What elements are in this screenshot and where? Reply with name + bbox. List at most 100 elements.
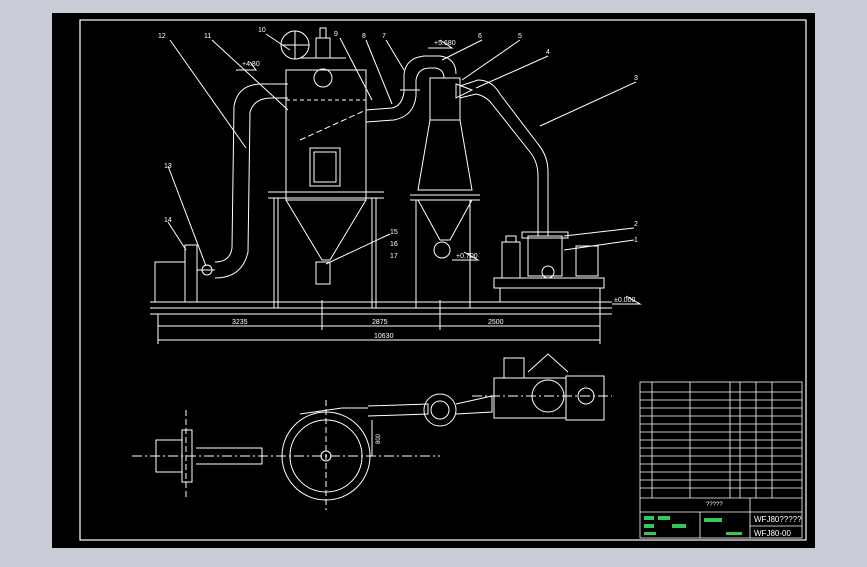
callout-8: 8	[362, 33, 366, 40]
elevation-label-2: +5.680	[434, 40, 456, 47]
approval-mark-6	[704, 518, 722, 522]
callout-10: 10	[258, 27, 266, 34]
collector-diagonal	[299, 109, 367, 141]
dimension-total: 10630	[374, 333, 394, 340]
callout-11: 11	[204, 33, 211, 40]
mill-pipe-outer	[459, 79, 549, 236]
callout-3: 3	[634, 75, 638, 82]
leader-9	[339, 37, 373, 101]
leader-8	[365, 39, 393, 105]
leader-11	[211, 39, 289, 111]
elevation-label-3: +0.700	[456, 253, 478, 260]
leader-5	[461, 39, 521, 81]
approval-mark-3	[644, 524, 654, 528]
leader-2	[563, 227, 635, 237]
mill-top	[521, 231, 569, 239]
callout-5: 5	[518, 33, 522, 40]
drawing-frame	[79, 19, 807, 541]
fan-housing	[184, 244, 198, 303]
elevation-label-4: ±0.000	[614, 297, 635, 304]
feeder-cap	[505, 235, 517, 243]
title-block-frame	[639, 381, 803, 539]
plan-collector-inlet	[299, 407, 368, 415]
title-block-text: ????? WFJ80????? WFJ80-00	[706, 502, 802, 538]
mill-body	[527, 235, 563, 277]
dimension-plan: 800	[376, 433, 382, 444]
approval-mark-2	[658, 516, 670, 520]
callout-4: 4	[546, 49, 550, 56]
leader-13	[167, 165, 207, 267]
mill-pipe-inner	[459, 93, 539, 236]
elevation-mark-1	[236, 61, 257, 71]
plan-cyclone-outlet	[455, 395, 493, 415]
plan-duct	[196, 447, 263, 465]
drawing-sheet	[52, 13, 815, 548]
leader-3	[539, 81, 637, 127]
elevation-mark-3	[452, 251, 480, 261]
callout-7: 7	[382, 33, 386, 40]
approval-mark-5	[644, 532, 656, 535]
leader-7	[385, 39, 405, 71]
plan-cyclone-outer	[423, 393, 457, 427]
cyclone-duct-outer	[365, 55, 457, 111]
approval-mark-7	[726, 532, 742, 535]
elevation-view	[150, 27, 642, 344]
cyclone-duct-inner	[365, 67, 445, 123]
elevation-mark-4	[612, 295, 642, 305]
plan-feeder	[503, 357, 525, 379]
collector-valve	[315, 261, 331, 285]
plan-fan-body	[181, 429, 193, 483]
fan-outlet	[201, 264, 213, 276]
title-block-drawing-name: WFJ80?????	[754, 515, 802, 524]
dimension-left: 3235	[232, 319, 248, 326]
approval-mark-1	[644, 516, 654, 520]
leader-4	[475, 55, 549, 89]
top-fan-outlet	[313, 68, 333, 88]
callout-2: 2	[634, 221, 638, 228]
leader-6	[441, 39, 483, 61]
collector-window-inner	[313, 151, 337, 183]
callout-12: 12	[158, 33, 166, 40]
leader-10	[265, 33, 291, 51]
plan-hopper	[527, 353, 569, 373]
title-block-drawing-number: WFJ80-00	[754, 529, 791, 538]
return-duct-inner	[214, 97, 288, 279]
plan-link-duct	[367, 403, 429, 417]
return-duct-outer	[214, 83, 288, 263]
callout-9: 9	[334, 31, 338, 38]
dimension-middle: 2875	[372, 319, 388, 326]
dimension-right: 2500	[488, 319, 504, 326]
callout-labels: 12 11 10 9 8 7 6 5 4 3 2 1 13 14 15 16 1…	[158, 27, 638, 260]
mill-frame	[499, 287, 601, 303]
title-block-label: ?????	[706, 502, 723, 508]
collector-window	[309, 147, 341, 187]
callout-6: 6	[478, 33, 482, 40]
plan-cyclone-inner	[430, 400, 450, 420]
elevation-mark-2	[428, 39, 454, 49]
callout-13: 13	[164, 163, 172, 170]
rotary-valve	[433, 241, 451, 259]
top-fan-motor-cap	[319, 27, 327, 39]
leader-15	[325, 233, 391, 265]
plan-view	[132, 353, 612, 510]
cyclone-cone	[417, 199, 473, 241]
leader-12	[169, 39, 247, 149]
callout-16: 16	[390, 241, 398, 248]
elevation-label-1: +4.80	[242, 61, 260, 68]
callout-14: 14	[164, 217, 172, 224]
mill-motor	[575, 245, 599, 277]
cyclone-body	[417, 119, 473, 191]
callout-15: 15	[390, 229, 398, 236]
cyclone-top	[429, 77, 461, 121]
leader-1	[563, 239, 635, 251]
callout-1: 1	[634, 237, 638, 244]
approval-mark-4	[672, 524, 686, 528]
plan-mill-motor	[565, 375, 605, 421]
leader-14	[167, 221, 187, 251]
collector-hopper	[285, 199, 367, 261]
elevation-labels: +4.80 +5.680 +0.700 ±0.000	[242, 40, 635, 304]
callout-17: 17	[390, 253, 398, 260]
approval-marks	[644, 516, 742, 535]
